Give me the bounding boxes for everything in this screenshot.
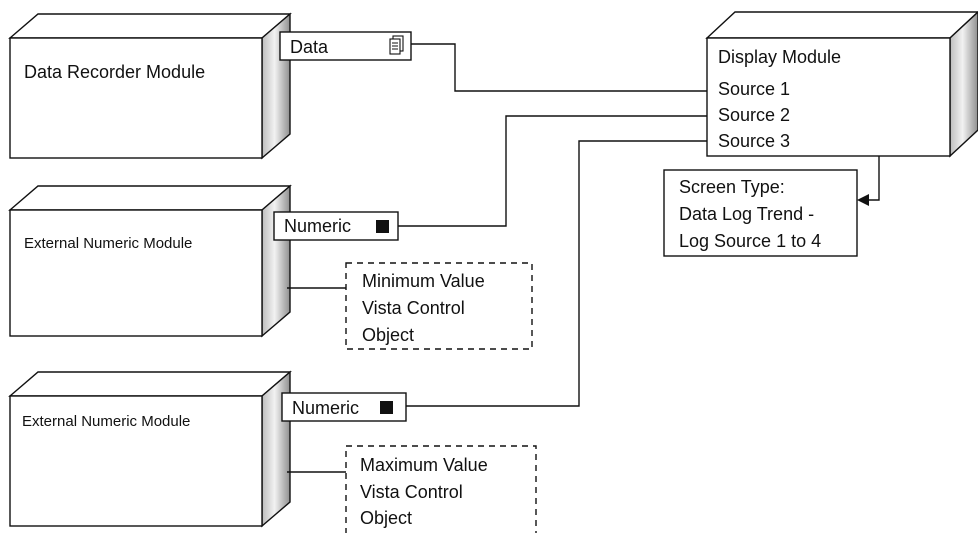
screen-type-line-1: Screen Type: xyxy=(679,177,785,197)
display-input-source-3: Source 3 xyxy=(718,131,790,151)
minimum-value-control-object[interactable]: Minimum Value Vista Control Object xyxy=(345,262,533,350)
numeric-port-1[interactable]: Numeric xyxy=(273,211,399,241)
connector-display-to-screen-type xyxy=(868,156,880,201)
external-numeric-2-label: External Numeric Module xyxy=(22,413,190,430)
screen-type-line-2: Data Log Trend - xyxy=(679,204,814,224)
external-numeric-module-2[interactable]: External Numeric Module xyxy=(8,370,292,528)
arrowhead-icon xyxy=(857,194,869,206)
filled-square-icon xyxy=(376,220,389,233)
numeric-port-2[interactable]: Numeric xyxy=(281,392,407,422)
document-stack-icon xyxy=(389,35,404,55)
display-input-source-1: Source 1 xyxy=(718,79,790,99)
data-recorder-module[interactable]: Data Recorder Module xyxy=(8,12,292,160)
data-recorder-label: Data Recorder Module xyxy=(24,62,205,82)
numeric-port-2-label: Numeric xyxy=(292,398,359,418)
screen-type-line-3: Log Source 1 to 4 xyxy=(679,231,821,251)
display-module[interactable]: Display Module Source 1 Source 2 Source … xyxy=(705,11,978,158)
numeric-port-1-label: Numeric xyxy=(284,216,351,236)
connector-data-to-source-1 xyxy=(411,43,707,92)
external-numeric-1-label: External Numeric Module xyxy=(24,235,192,252)
maximum-line-3: Object xyxy=(360,508,412,528)
maximum-line-1: Maximum Value xyxy=(360,455,488,475)
display-input-source-2: Source 2 xyxy=(718,105,790,125)
maximum-value-control-object[interactable]: Maximum Value Vista Control Object xyxy=(345,445,537,533)
external-numeric-module-1[interactable]: External Numeric Module xyxy=(8,184,292,338)
screen-type-note[interactable]: Screen Type: Data Log Trend - Log Source… xyxy=(663,169,858,257)
connector-numeric-1-to-source-2 xyxy=(398,115,707,227)
minimum-line-1: Minimum Value xyxy=(362,271,485,291)
filled-square-icon xyxy=(380,401,393,414)
minimum-line-3: Object xyxy=(362,325,414,345)
connector-numeric-2-to-source-3 xyxy=(406,140,707,407)
data-port[interactable]: Data xyxy=(279,31,412,61)
data-port-label: Data xyxy=(290,37,329,57)
minimum-line-2: Vista Control xyxy=(362,298,465,318)
maximum-line-2: Vista Control xyxy=(360,482,463,502)
display-module-title: Display Module xyxy=(718,47,841,67)
